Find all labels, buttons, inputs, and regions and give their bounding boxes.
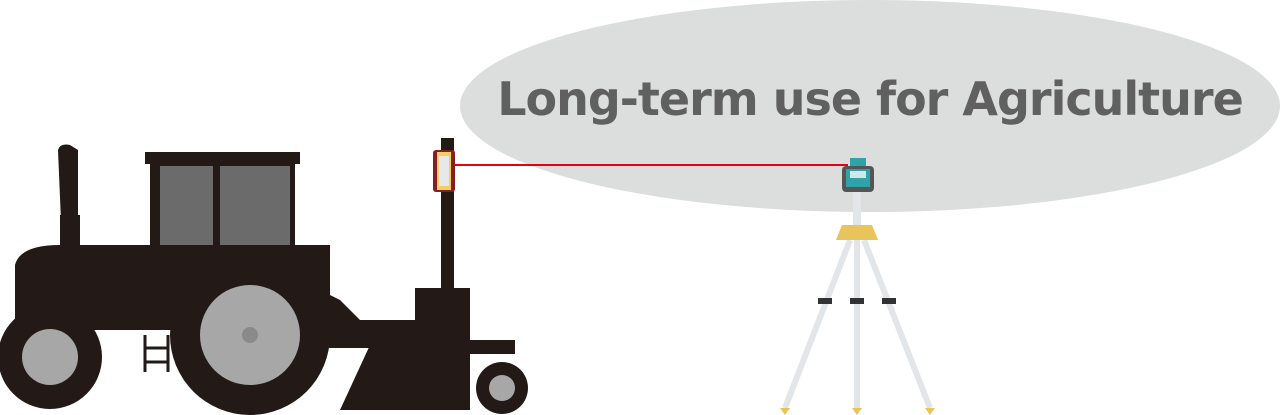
title-text: Long-term use for Agriculture: [497, 72, 1244, 126]
title-bubble: [460, 0, 1280, 212]
rotary-laser: [842, 158, 874, 192]
blade: [340, 345, 470, 410]
tripod: [780, 192, 935, 415]
cab-window-right: [220, 166, 290, 246]
laser-receiver: [433, 150, 455, 192]
ladder: [143, 335, 170, 372]
tractor: [0, 138, 528, 415]
cab-window-left: [160, 166, 213, 246]
